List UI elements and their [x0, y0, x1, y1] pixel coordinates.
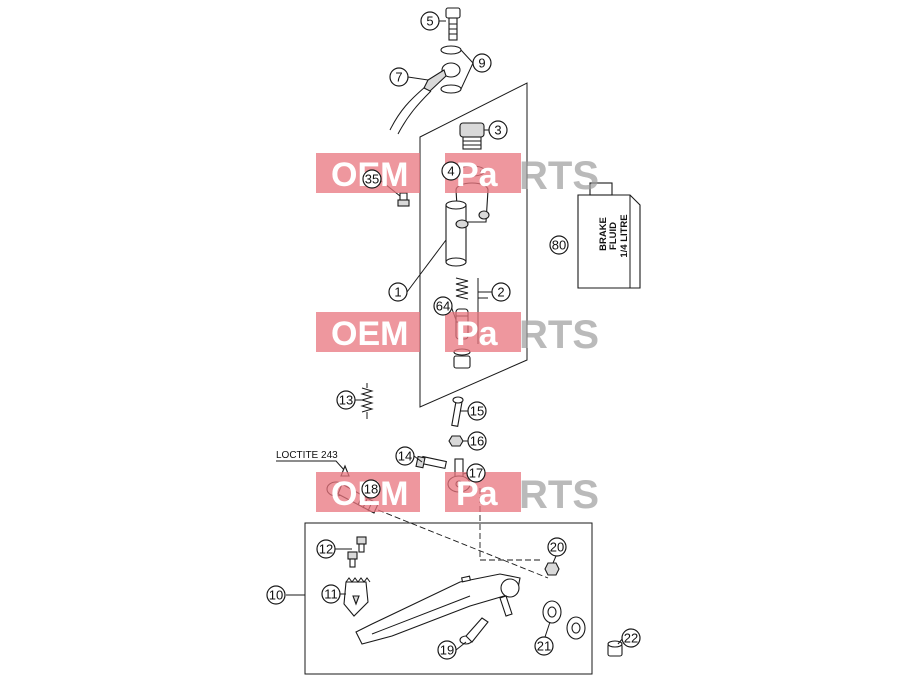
- callout-19[interactable]: 19: [437, 640, 457, 660]
- lock-nut-part: [448, 435, 464, 447]
- callout-16[interactable]: 16: [467, 431, 487, 451]
- callout-2[interactable]: 2: [491, 282, 511, 302]
- svg-text:RTS: RTS: [519, 473, 599, 517]
- loctite-leader: [276, 460, 346, 472]
- svg-text:OEM: OEM: [331, 315, 408, 353]
- callout-1[interactable]: 1: [388, 282, 408, 302]
- svg-text:BIKE: BIKE: [428, 480, 440, 509]
- callout-35[interactable]: 35: [362, 169, 382, 189]
- brake-fluid-bottle: BRAKE FLUID 1/4 LITRE: [577, 182, 641, 289]
- callout-3[interactable]: 3: [488, 120, 508, 140]
- svg-text:17: 17: [469, 466, 483, 481]
- callout-64[interactable]: 64: [433, 296, 453, 316]
- svg-text:3: 3: [494, 123, 501, 138]
- callout-11[interactable]: 11: [321, 584, 341, 604]
- bottle-label-line2: FLUID: [608, 222, 619, 250]
- pedal-pivot-part: [459, 617, 489, 645]
- watermark-row-2: OEM BIKE Pa RTS: [316, 312, 599, 357]
- master-cylinder-body-part: [445, 182, 490, 267]
- banjo-bolt-part: [445, 7, 461, 41]
- pedal-nut-part: [544, 562, 560, 576]
- loctite-label: LOCTITE 243: [276, 450, 338, 461]
- svg-text:19: 19: [440, 643, 454, 658]
- bleed-screw-part: [397, 192, 410, 207]
- tread-plate-part: [343, 577, 371, 617]
- svg-text:1: 1: [394, 285, 401, 300]
- bearings-part: [542, 600, 586, 640]
- callout-14[interactable]: 14: [395, 446, 415, 466]
- brake-pedal-part: [355, 573, 521, 645]
- svg-text:12: 12: [319, 542, 333, 557]
- svg-text:21: 21: [537, 639, 551, 654]
- svg-text:BIKE: BIKE: [428, 320, 440, 349]
- svg-text:Pa: Pa: [456, 315, 499, 353]
- bottle-label-line1: BRAKE: [598, 217, 609, 251]
- svg-text:80: 80: [552, 238, 566, 253]
- bottle-label-line3: 1/4 LITRE: [619, 214, 630, 257]
- svg-text:RTS: RTS: [519, 313, 599, 357]
- svg-text:Pa: Pa: [456, 156, 499, 194]
- svg-text:64: 64: [436, 299, 450, 314]
- assembly-axis-1: [377, 509, 549, 579]
- svg-text:4: 4: [447, 164, 454, 179]
- callout-13[interactable]: 13: [336, 390, 356, 410]
- svg-text:20: 20: [550, 540, 564, 555]
- watermark-row-3: OEM BIKE Pa RTS: [316, 472, 599, 517]
- svg-text:5: 5: [426, 14, 433, 29]
- svg-text:35: 35: [365, 172, 379, 187]
- svg-text:7: 7: [395, 70, 402, 85]
- step-screws-part: [347, 536, 367, 568]
- push-rod-part: [451, 396, 464, 427]
- adjust-bolt-part: [415, 455, 448, 470]
- svg-text:16: 16: [470, 434, 484, 449]
- svg-text:2: 2: [497, 285, 504, 300]
- watermark-row-1: OEM BIKE Pa RTS: [316, 153, 599, 198]
- callout-15[interactable]: 15: [467, 401, 487, 421]
- callout-4[interactable]: 4: [441, 161, 461, 181]
- callout-20[interactable]: 20: [547, 537, 567, 557]
- callout-5[interactable]: 5: [420, 11, 440, 31]
- svg-text:9: 9: [478, 56, 485, 71]
- callout-7[interactable]: 7: [389, 67, 409, 87]
- brake-hose-part: [389, 62, 461, 135]
- callout-17[interactable]: 17: [466, 463, 486, 483]
- callout-21[interactable]: 21: [534, 636, 554, 656]
- brake-pedal-frame: [304, 522, 593, 675]
- svg-text:RTS: RTS: [519, 154, 599, 198]
- svg-text:18: 18: [364, 482, 378, 497]
- return-spring-part: [360, 383, 374, 419]
- callout-9[interactable]: 9: [472, 53, 492, 73]
- svg-text:10: 10: [269, 588, 283, 603]
- callout-10[interactable]: 10: [266, 585, 286, 605]
- reservoir-cap-part: [459, 122, 485, 150]
- callout-12[interactable]: 12: [316, 539, 336, 559]
- svg-text:11: 11: [324, 587, 338, 602]
- collar-nut-part: [607, 640, 623, 657]
- callout-80[interactable]: 80: [549, 235, 569, 255]
- svg-text:BIKE: BIKE: [428, 161, 440, 190]
- svg-text:13: 13: [339, 393, 353, 408]
- svg-text:22: 22: [624, 631, 638, 646]
- callout-18[interactable]: 18: [361, 479, 381, 499]
- svg-text:14: 14: [398, 449, 412, 464]
- sealing-washers-part: [440, 45, 462, 94]
- svg-text:15: 15: [470, 404, 484, 419]
- callout-22[interactable]: 22: [621, 628, 641, 648]
